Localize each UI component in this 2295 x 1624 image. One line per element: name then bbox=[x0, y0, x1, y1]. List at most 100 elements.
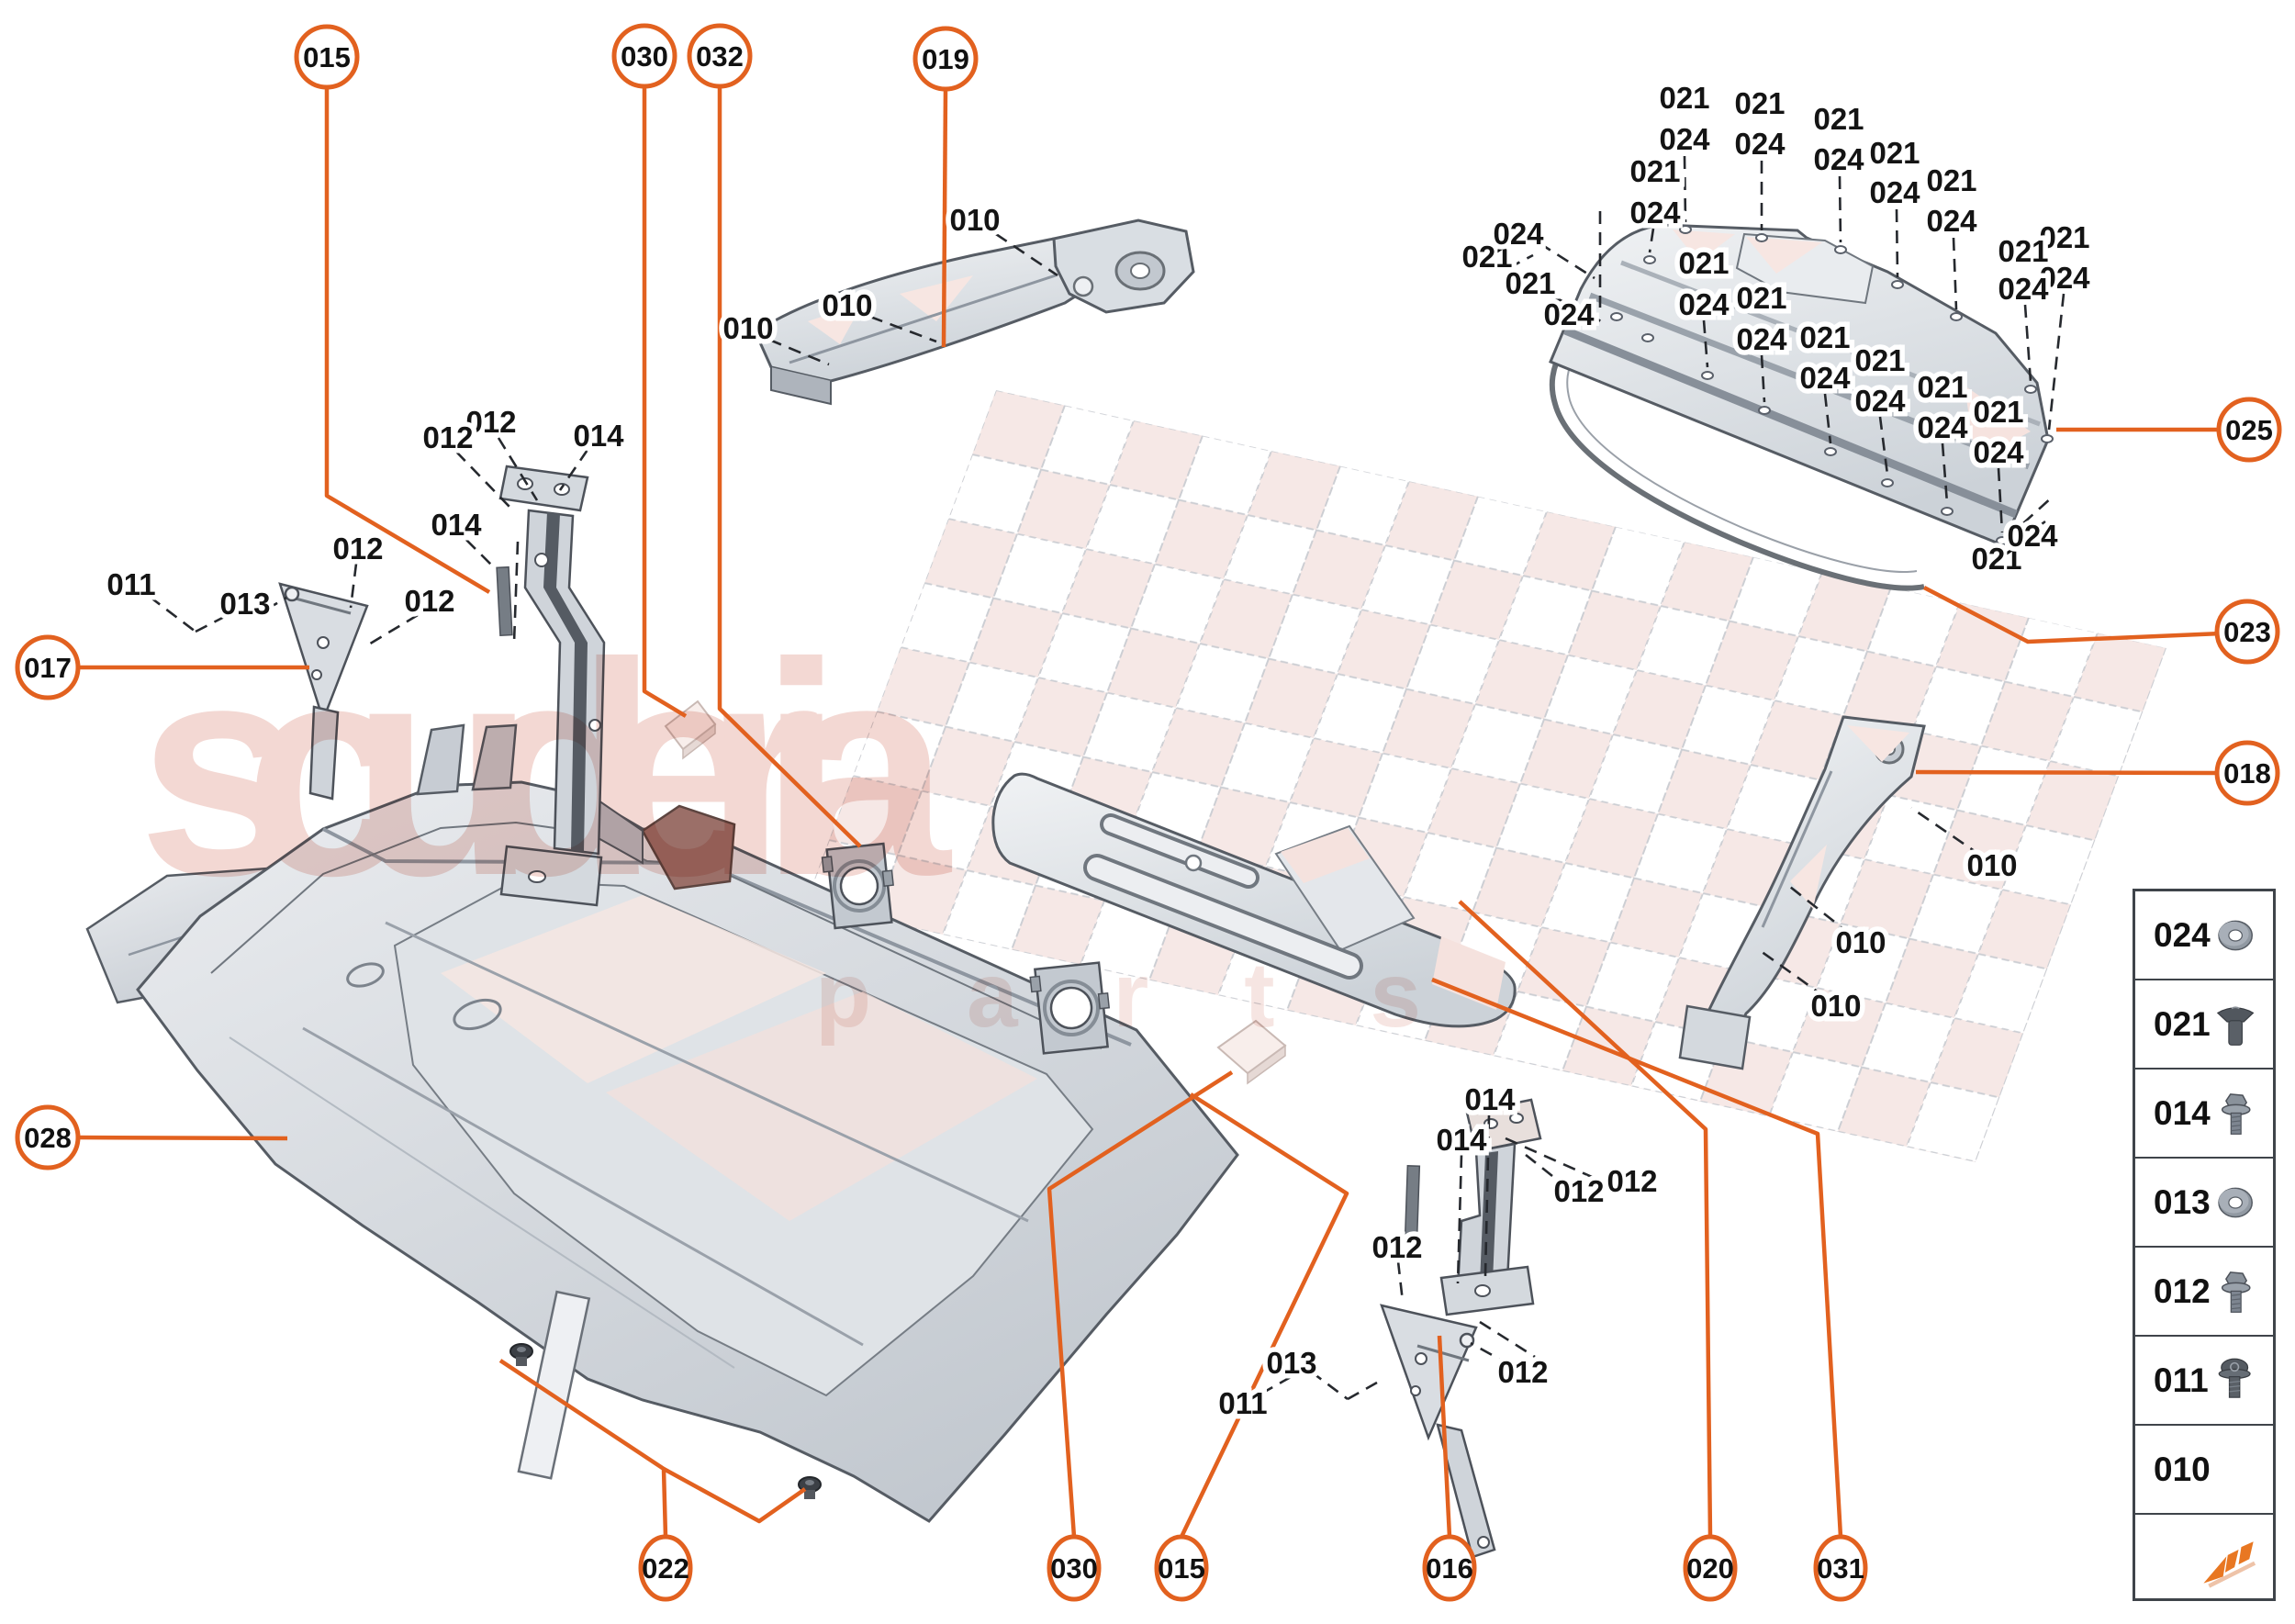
legend-row[interactable]: 013 bbox=[2135, 1159, 2273, 1248]
dashed-leader-line bbox=[1260, 1375, 1292, 1395]
part-number-label-021: 021 bbox=[1926, 163, 1976, 197]
part-number-label-010: 010 bbox=[1966, 848, 2017, 882]
dashed-leader-line bbox=[1551, 294, 1606, 325]
legend-row[interactable]: 014 bbox=[2135, 1070, 2273, 1159]
part-number-label-010: 010 bbox=[822, 288, 872, 322]
svg-text:032: 032 bbox=[696, 40, 744, 73]
svg-text:017: 017 bbox=[24, 652, 72, 684]
part-number-label-012: 012 bbox=[422, 420, 473, 454]
svg-text:020: 020 bbox=[1686, 1552, 1734, 1585]
dashed-leader-line bbox=[1838, 175, 1842, 243]
part-number-label-021: 021 bbox=[2039, 220, 2089, 254]
countersunk-screw-icon bbox=[2216, 1005, 2255, 1046]
callout-020[interactable]: 020 bbox=[1683, 1534, 1738, 1602]
part-number-label-021: 021 bbox=[1971, 542, 2021, 576]
part-number-label-021: 021 bbox=[1505, 266, 1555, 300]
part-number-label-021: 021 bbox=[1678, 246, 1729, 280]
callout-016[interactable]: 016 bbox=[1422, 1534, 1477, 1602]
orange-leader-line bbox=[324, 87, 491, 594]
part-number-label-024: 024 bbox=[1659, 122, 1710, 156]
svg-text:031: 031 bbox=[1817, 1552, 1864, 1585]
dashed-leader-line bbox=[1895, 208, 1899, 278]
callout-015[interactable]: 015 bbox=[294, 24, 360, 90]
callout-025[interactable]: 025 bbox=[2216, 397, 2282, 463]
part-number-label-024: 024 bbox=[1493, 217, 1544, 251]
svg-text:030: 030 bbox=[621, 40, 668, 73]
svg-text:015: 015 bbox=[1158, 1552, 1205, 1585]
washer-icon bbox=[2218, 1187, 2253, 1217]
dashed-leader-line bbox=[1396, 1260, 1405, 1303]
part-number-label-024: 024 bbox=[2039, 261, 2090, 295]
part-number-label-024: 024 bbox=[1926, 204, 1977, 238]
callout-018[interactable]: 018 bbox=[2214, 740, 2280, 806]
dashed-leader-line bbox=[1648, 228, 1655, 253]
dashed-leader-line bbox=[1789, 885, 1852, 936]
dashed-leader-line bbox=[1823, 393, 1832, 444]
fastener-leader-lines bbox=[149, 155, 2066, 1401]
svg-text:015: 015 bbox=[303, 41, 351, 73]
right-gusset-bracket-part-illustration bbox=[1380, 1304, 1496, 1559]
part-number-label-024: 024 bbox=[1799, 361, 1851, 395]
legend-row[interactable]: 021 bbox=[2135, 980, 2273, 1070]
legend-row[interactable]: 012 bbox=[2135, 1248, 2273, 1337]
dashed-leader-line bbox=[349, 563, 358, 609]
part-number-label-010: 010 bbox=[1835, 925, 1886, 959]
washer-icon bbox=[2218, 920, 2253, 950]
left-gusset-bracket-part-illustration bbox=[278, 582, 369, 801]
dashed-leader-line bbox=[1347, 1381, 1378, 1401]
part-number-label-021: 021 bbox=[1917, 370, 1967, 404]
callout-032[interactable]: 032 bbox=[687, 23, 753, 89]
callout-leader-lines bbox=[76, 86, 2222, 1538]
mount-plate-part-illustration bbox=[1029, 961, 1111, 1055]
svg-text:016: 016 bbox=[1426, 1552, 1473, 1585]
orange-leader-line bbox=[1458, 900, 1713, 1538]
callout-030[interactable]: 030 bbox=[1047, 1534, 1102, 1602]
callout-028[interactable]: 028 bbox=[15, 1104, 81, 1170]
callout-017[interactable]: 017 bbox=[15, 634, 81, 700]
part-number-label-014: 014 bbox=[431, 508, 482, 542]
callout-031[interactable]: 031 bbox=[1813, 1534, 1868, 1602]
part-number-label-024: 024 bbox=[1854, 384, 1906, 418]
part-number-label-012: 012 bbox=[1606, 1164, 1657, 1198]
legend-part-number: 012 bbox=[2154, 1271, 2211, 1310]
hardware-legend-table: 024 021 014 013 012 011 010 bbox=[2133, 889, 2276, 1601]
part-number-label-024: 024 bbox=[1973, 435, 2024, 469]
legend-part-number: 010 bbox=[2154, 1450, 2211, 1488]
part-number-label-024: 024 bbox=[1629, 196, 1681, 230]
part-number-label-013: 013 bbox=[219, 587, 270, 621]
orange-leader-line bbox=[76, 1135, 288, 1141]
dashed-leader-line bbox=[366, 613, 419, 647]
legend-row[interactable]: 011 bbox=[2135, 1337, 2273, 1426]
callout-015[interactable]: 015 bbox=[1154, 1534, 1209, 1602]
button-screw-icon bbox=[2218, 1357, 2251, 1398]
dashed-leader-line bbox=[455, 451, 511, 509]
dashed-leader-line bbox=[1952, 237, 1958, 310]
dashed-leader-line bbox=[1878, 416, 1889, 476]
left-z-bracket-part-illustration bbox=[496, 465, 606, 907]
part-number-label-021: 021 bbox=[1799, 320, 1850, 354]
part-number-label-012: 012 bbox=[465, 405, 516, 439]
dashed-leader-line bbox=[1525, 1153, 1575, 1195]
legend-row[interactable] bbox=[2135, 1515, 2273, 1604]
svg-text:025: 025 bbox=[2225, 414, 2273, 446]
part-number-label-021: 021 bbox=[1629, 154, 1680, 188]
callout-019[interactable]: 019 bbox=[912, 26, 979, 92]
part-number-label-024: 024 bbox=[1736, 322, 1787, 356]
svg-text:019: 019 bbox=[922, 43, 969, 75]
part-number-label-011: 011 bbox=[1218, 1386, 1267, 1420]
dashed-leader-line bbox=[1507, 253, 1534, 270]
legend-row[interactable]: 024 bbox=[2135, 891, 2273, 980]
svg-text:030: 030 bbox=[1050, 1552, 1098, 1585]
callout-023[interactable]: 023 bbox=[2214, 599, 2280, 665]
callout-030[interactable]: 030 bbox=[611, 23, 677, 89]
svg-text:028: 028 bbox=[24, 1122, 72, 1154]
orange-leader-line bbox=[1047, 1070, 1234, 1538]
callout-022[interactable]: 022 bbox=[638, 1534, 693, 1602]
part-number-label-014: 014 bbox=[1464, 1082, 1516, 1116]
legend-part-number: 014 bbox=[2154, 1093, 2211, 1132]
adhesive-pad-part-illustration bbox=[664, 700, 717, 760]
legend-row[interactable]: 010 bbox=[2135, 1426, 2273, 1515]
dashed-leader-line bbox=[1470, 1341, 1511, 1367]
part-number-label-010: 010 bbox=[722, 311, 773, 345]
dashed-leader-line bbox=[512, 541, 520, 644]
